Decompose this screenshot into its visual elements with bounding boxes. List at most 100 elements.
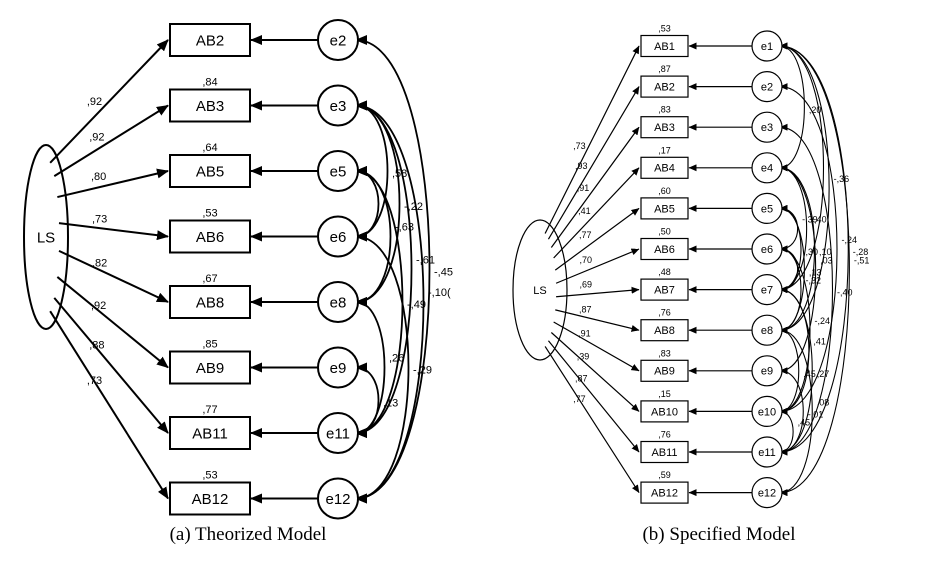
loading-label: ,73: [573, 141, 586, 151]
loading-arrow: [53, 104, 169, 177]
loading-label: ,80: [91, 171, 106, 183]
loading-label: ,77: [579, 230, 592, 240]
indicator-label: AB6: [196, 229, 224, 246]
loading-arrow: [556, 286, 640, 298]
r-squared-label: ,76: [658, 308, 671, 318]
loading-label: ,73: [87, 375, 102, 387]
covariance-label: -,40: [837, 288, 853, 298]
indicator-label: AB5: [196, 163, 224, 180]
indicator-box-ab2: [640, 75, 689, 98]
indicator-box-ab7: [640, 278, 689, 301]
error-label: e3: [330, 98, 347, 115]
covariance-label: -,24: [815, 316, 831, 326]
covariance-label: -,01: [808, 409, 824, 419]
loading-label: ,93: [575, 161, 588, 171]
r-squared-label: ,67: [202, 273, 217, 285]
loading-arrow: [550, 332, 640, 412]
latent-ls-ellipse: [512, 219, 568, 361]
covariance-label: -,51: [854, 255, 870, 265]
theorized-model-panel: LS-,45-,10(-,22-,61,58-,63-,49-,29,26,13…: [23, 19, 453, 520]
loading-arrow: [555, 309, 640, 332]
caption-specified-model: (b) Specified Model: [642, 524, 795, 545]
r-squared-label: ,59: [658, 470, 671, 480]
error-circle-e3: [317, 84, 359, 127]
covariance-label: ,41: [813, 337, 826, 347]
covariance-arc: [779, 42, 850, 497]
covariance-label: -,40: [811, 215, 827, 225]
error-circle-e5: [317, 150, 359, 192]
error-label: e7: [761, 284, 773, 296]
error-circle-e12: [751, 477, 783, 509]
loading-label: ,73: [92, 214, 107, 226]
covariance-arc: [355, 231, 410, 504]
indicator-box-ab5: [169, 154, 251, 188]
indicator-label: AB9: [196, 360, 224, 377]
loading-arrow: [547, 86, 640, 240]
loading-arrow: [49, 39, 169, 164]
r-squared-label: ,17: [658, 145, 671, 155]
error-label: e6: [330, 229, 347, 246]
r-squared-label: ,60: [658, 186, 671, 196]
covariance-label: -,63: [395, 222, 414, 234]
error-label: e2: [330, 32, 347, 49]
r-squared-label: ,77: [202, 404, 217, 416]
covariance-label: -,39: [802, 215, 818, 225]
r-squared-label: ,48: [658, 267, 671, 277]
covariance-arc: [779, 286, 810, 415]
covariance-arc: [779, 204, 805, 334]
indicator-box-ab12: [640, 481, 689, 504]
loading-label: ,87: [575, 373, 588, 383]
indicator-label: AB12: [192, 491, 229, 508]
loading-arrow: [553, 167, 640, 259]
loading-label: ,92: [91, 300, 106, 312]
indicator-label: AB3: [654, 122, 675, 134]
indicator-label: AB6: [654, 244, 675, 256]
covariance-label: ,10: [819, 247, 832, 257]
error-label: e10: [758, 406, 776, 418]
r-squared-label: ,83: [658, 105, 671, 115]
loading-arrow: [544, 346, 640, 494]
error-label: e3: [761, 122, 773, 134]
covariance-label: -,24: [842, 235, 858, 245]
covariance-label: -,36: [834, 174, 850, 184]
error-circle-e4: [751, 152, 783, 184]
loading-arrow: [53, 297, 169, 434]
error-circle-e12: [317, 477, 359, 520]
error-circle-e9: [751, 355, 783, 387]
error-circle-e9: [317, 346, 359, 389]
covariance-label: ,27: [817, 369, 830, 379]
loading-arrow: [57, 168, 169, 199]
covariance-arc: [779, 123, 834, 456]
indicator-label: AB2: [196, 32, 224, 49]
error-label: e11: [758, 447, 776, 459]
error-circle-e8: [317, 281, 359, 323]
covariance-label: -,49: [407, 299, 426, 311]
r-squared-label: ,50: [658, 227, 671, 237]
covariance-label: ,30: [806, 247, 819, 257]
error-circle-e7: [751, 274, 783, 306]
covariance-label: -,10(: [428, 287, 451, 299]
covariance-label: -,29: [413, 365, 432, 377]
covariance-label: -,61: [416, 254, 435, 266]
error-label: e5: [761, 203, 773, 215]
error-label: e6: [761, 244, 773, 256]
latent-ls-label: LS: [533, 285, 546, 297]
indicator-box-ab8: [640, 319, 689, 342]
indicator-label: AB4: [654, 163, 675, 175]
error-circle-e10: [751, 395, 783, 427]
error-circle-e1: [751, 30, 783, 62]
caption-theorized-model: (a) Theorized Model: [170, 524, 327, 545]
error-label: e4: [761, 163, 773, 175]
error-label: e1: [761, 41, 773, 53]
r-squared-label: ,53: [202, 470, 217, 482]
covariance-arc: [355, 166, 404, 438]
indicator-label: AB8: [196, 294, 224, 311]
error-circle-e2: [751, 70, 783, 103]
loading-label: ,77: [573, 394, 586, 404]
loading-label: ,88: [89, 340, 104, 352]
loading-arrow: [550, 126, 640, 248]
indicator-label: AB3: [196, 98, 224, 115]
indicator-box-ab9: [169, 350, 251, 385]
indicator-box-ab8: [169, 285, 251, 319]
